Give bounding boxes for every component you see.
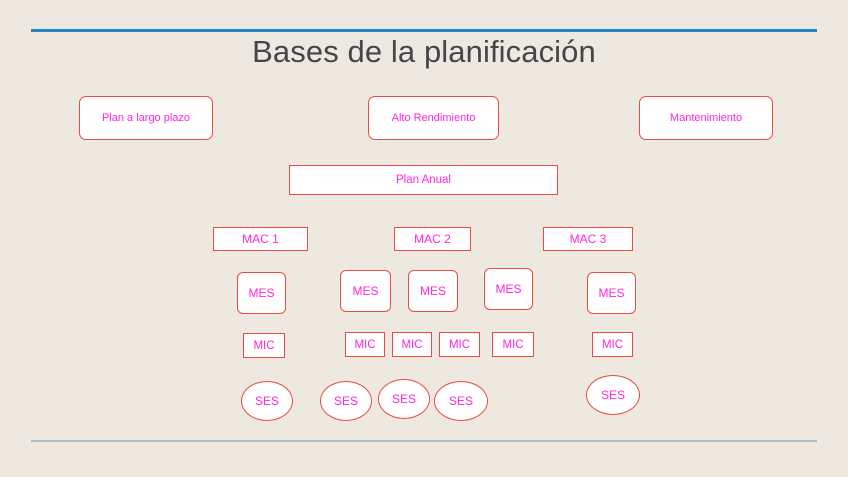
node-plan-a-largo-plazo[interactable]: Plan a largo plazo bbox=[79, 96, 213, 140]
node-mes-5[interactable]: MES bbox=[587, 272, 636, 314]
node-ses-2[interactable]: SES bbox=[320, 381, 372, 421]
node-mes-2[interactable]: MES bbox=[340, 270, 391, 312]
node-mic-4[interactable]: MIC bbox=[439, 332, 480, 357]
node-mic-2[interactable]: MIC bbox=[345, 332, 385, 357]
node-mac-1[interactable]: MAC 1 bbox=[213, 227, 308, 251]
node-ses-4[interactable]: SES bbox=[434, 381, 488, 421]
node-mic-6[interactable]: MIC bbox=[592, 332, 633, 357]
node-mes-3[interactable]: MES bbox=[408, 270, 458, 312]
node-mantenimiento[interactable]: Mantenimiento bbox=[639, 96, 773, 140]
bottom-accent-line bbox=[31, 440, 817, 442]
top-accent-line bbox=[31, 29, 817, 32]
node-mes-4[interactable]: MES bbox=[484, 268, 533, 310]
node-ses-3[interactable]: SES bbox=[378, 379, 430, 419]
node-mic-5[interactable]: MIC bbox=[492, 332, 534, 357]
node-ses-5[interactable]: SES bbox=[586, 375, 640, 415]
node-plan-anual[interactable]: Plan Anual bbox=[289, 165, 558, 195]
node-ses-1[interactable]: SES bbox=[241, 381, 293, 421]
node-mac-3[interactable]: MAC 3 bbox=[543, 227, 633, 251]
node-mic-1[interactable]: MIC bbox=[243, 333, 285, 358]
page-title: Bases de la planificación bbox=[252, 34, 596, 69]
node-mac-2[interactable]: MAC 2 bbox=[394, 227, 471, 251]
node-mes-1[interactable]: MES bbox=[237, 272, 286, 314]
node-mic-3[interactable]: MIC bbox=[392, 332, 432, 357]
node-alto-rendimiento[interactable]: Alto Rendimiento bbox=[368, 96, 499, 140]
